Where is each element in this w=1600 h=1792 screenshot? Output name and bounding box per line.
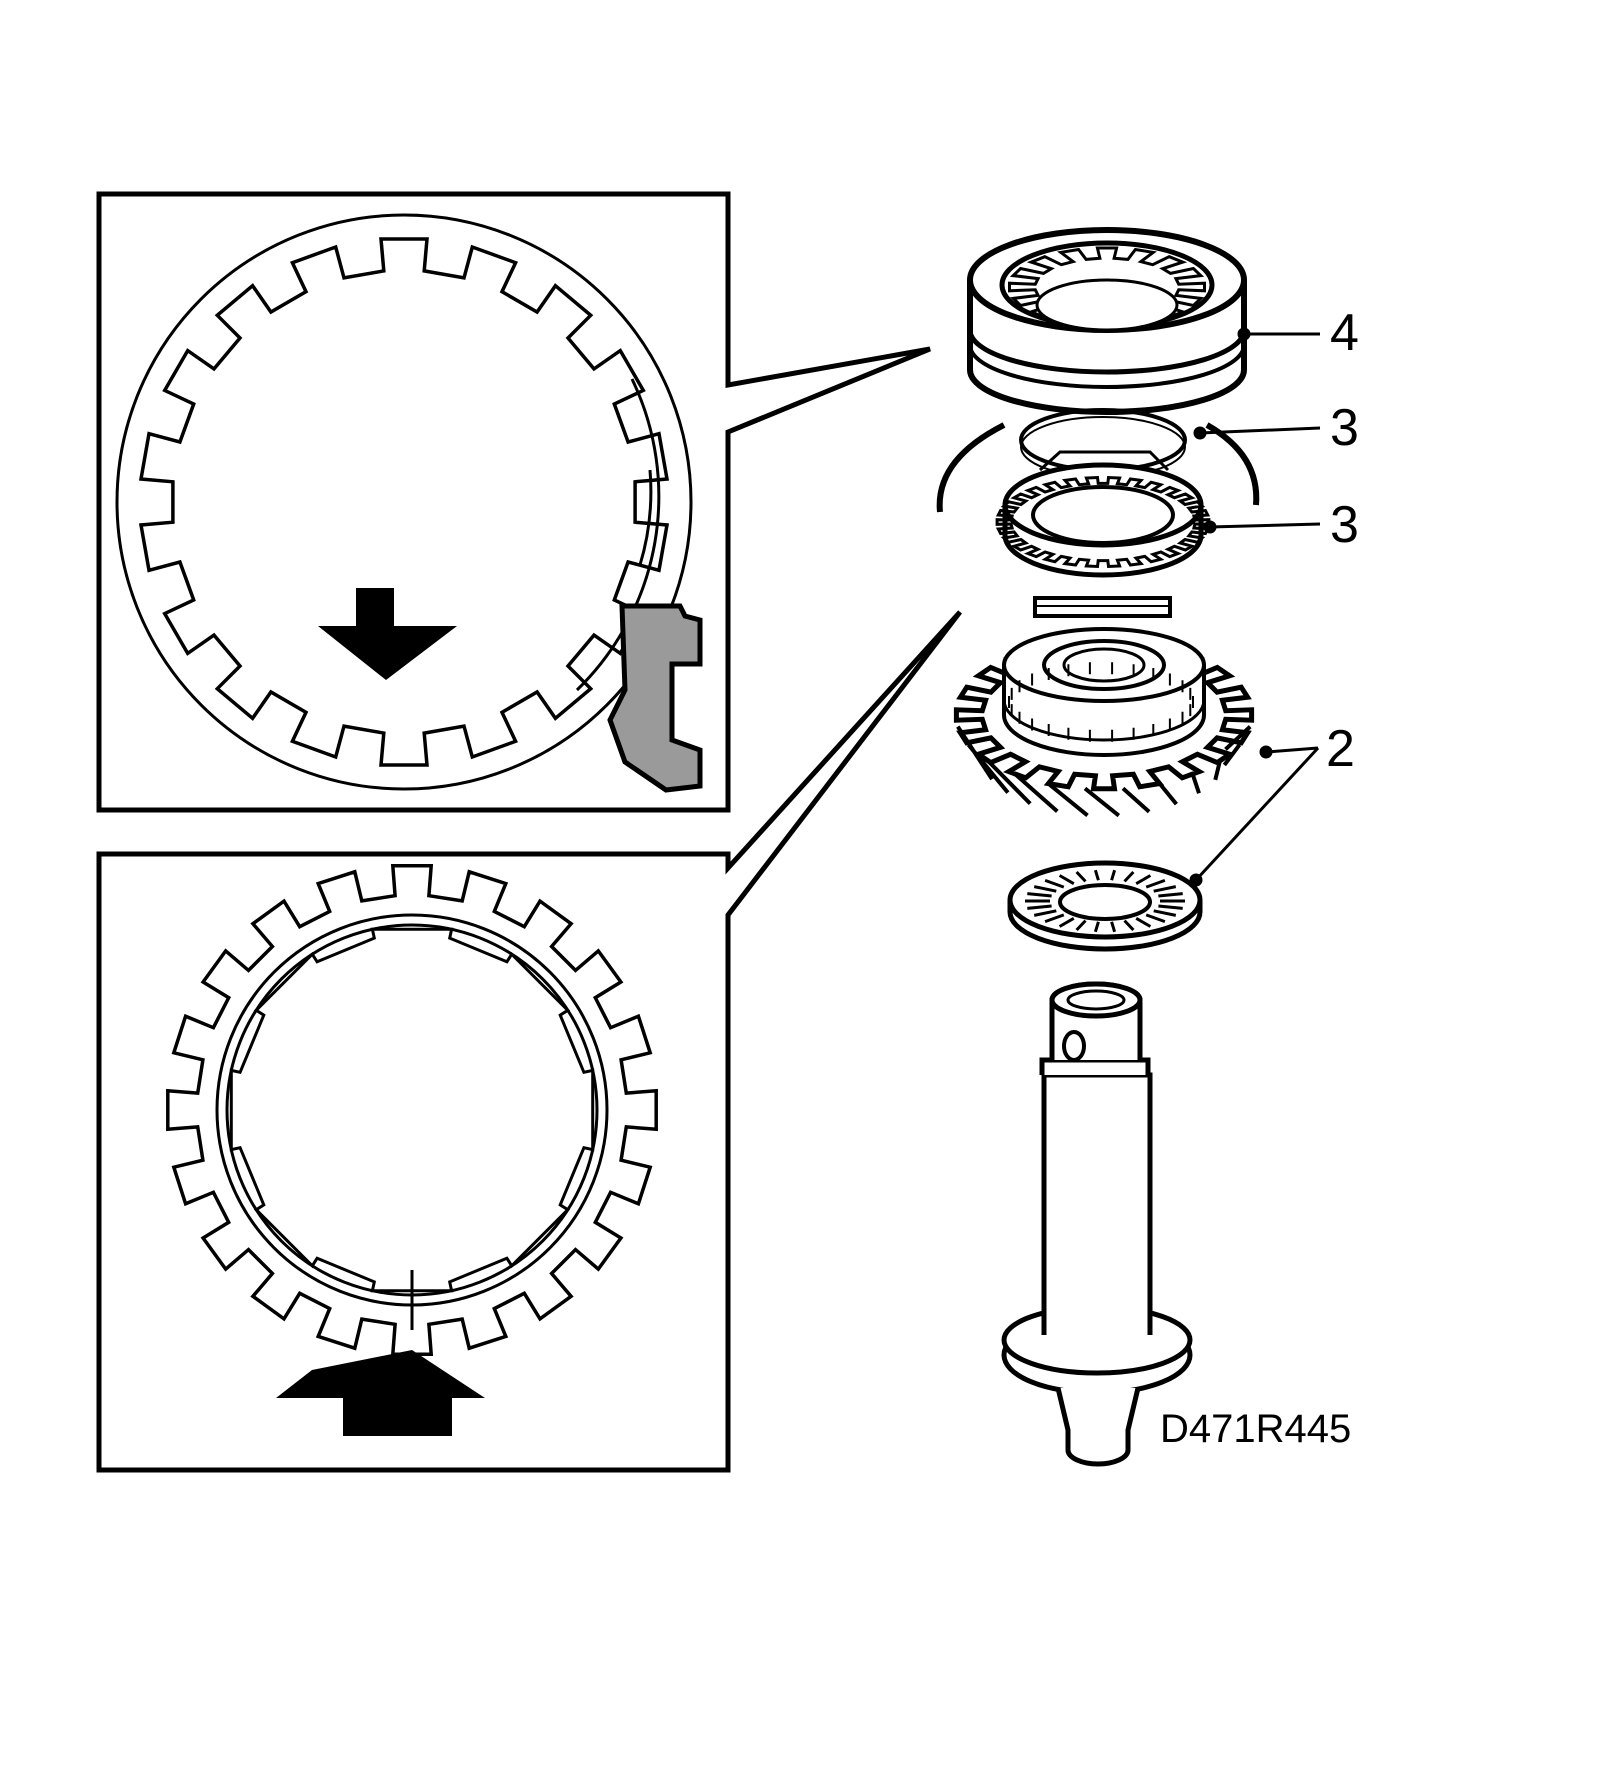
thrust-bearing: [1007, 860, 1203, 952]
ring-inner-lugs: [229, 927, 595, 1293]
needle-bearing: [1033, 596, 1172, 618]
inset-sleeve-teeth: [96, 191, 931, 813]
down-arrow-icon: [318, 588, 457, 680]
sleeve-partial-rim: [575, 378, 661, 692]
inset-frame: [96, 610, 962, 1473]
sleeve-outer-rim: [115, 213, 693, 791]
helical-gear: [953, 627, 1255, 818]
drawing-code: D471R445: [1160, 1407, 1351, 1451]
sleeve-tooth-profile-icon: [607, 603, 703, 793]
sleeve-internal-teeth: [138, 237, 670, 767]
synchro-ring: [995, 450, 1211, 578]
callout-4-label: 4: [1330, 304, 1359, 362]
shaft: [1001, 981, 1193, 1467]
callout-3-label: 3: [1330, 496, 1359, 554]
callout-leaders: [1189, 327, 1321, 887]
callout-3-label: 3: [1330, 399, 1359, 457]
synchro-sleeve: [967, 227, 1247, 415]
up-arrow-icon: [276, 1350, 485, 1436]
ring-external-teeth: [166, 864, 658, 1356]
inset-frame: [96, 191, 931, 813]
ring-inner-edge: [225, 923, 599, 1297]
inset-ring-teeth: [96, 610, 962, 1473]
callout-2-label: 2: [1326, 720, 1355, 778]
ring-inner-edge: [215, 913, 609, 1307]
sleeve-partial-rim: [638, 469, 653, 566]
